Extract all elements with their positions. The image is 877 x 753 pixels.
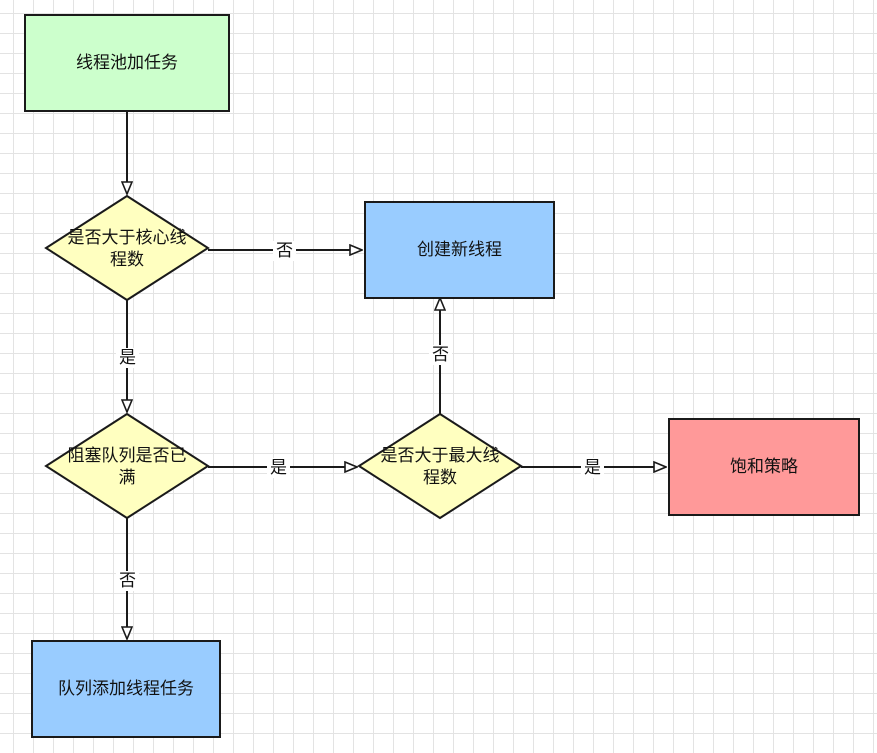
node-add-to-queue[interactable]: 队列添加线程任务 [31,640,221,738]
edge-label-max-no: 否 [429,345,452,365]
edge-label-max-yes: 是 [581,458,604,478]
node-create-thread[interactable]: 创建新线程 [364,201,555,299]
node-saturation[interactable]: 饱和策略 [668,418,860,516]
decision-max-label: 是否大于最大线程数 [380,446,500,488]
edge-label-queue-yes: 是 [267,458,290,478]
edge-label-core-yes: 是 [116,348,139,368]
node-add-to-queue-label: 队列添加线程任务 [58,679,194,699]
node-create-thread-label: 创建新线程 [417,240,502,260]
node-start-label: 线程池加任务 [76,53,178,73]
edge-label-core-no: 否 [273,241,296,261]
decision-max-diamond[interactable] [357,412,523,520]
decision-queue-label: 阻塞队列是否已满 [67,446,187,488]
decision-core-label: 是否大于核心线程数 [67,228,187,270]
node-start[interactable]: 线程池加任务 [24,14,230,112]
edge-label-queue-no: 否 [116,571,139,591]
node-saturation-label: 饱和策略 [730,457,798,477]
